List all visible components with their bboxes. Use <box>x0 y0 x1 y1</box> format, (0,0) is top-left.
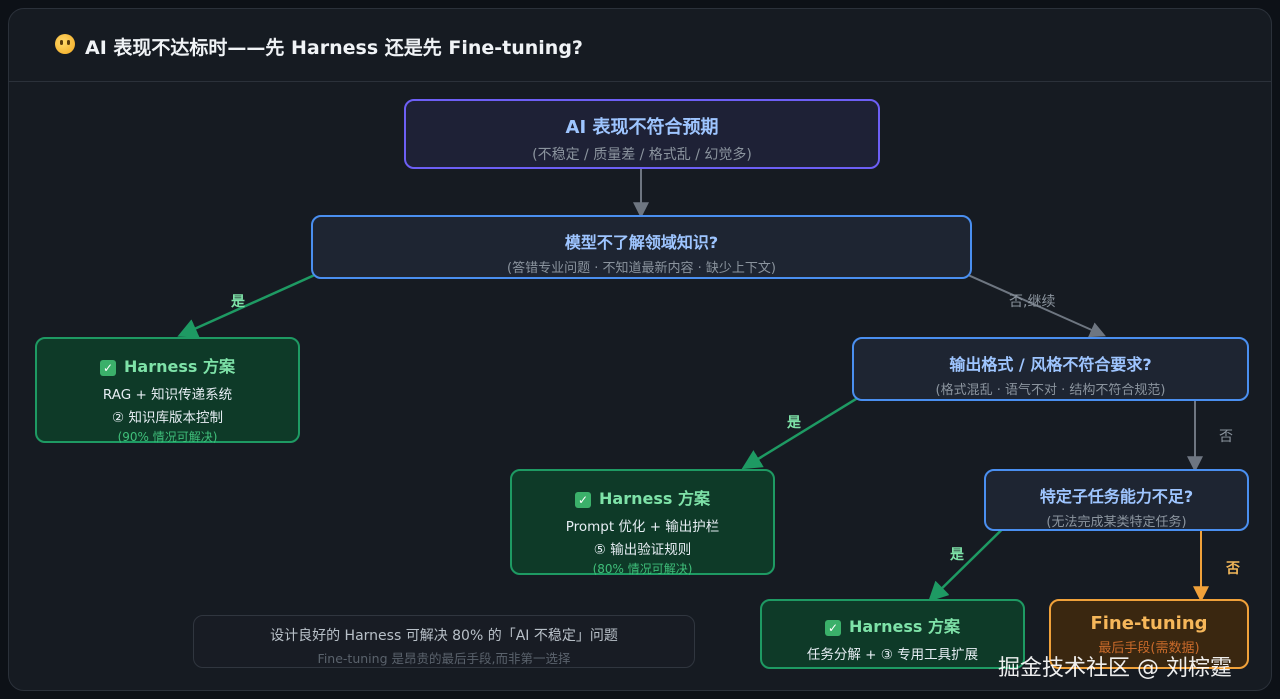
thinking-face-icon <box>55 34 75 54</box>
check-icon: ✓ <box>825 619 842 636</box>
note-line2: Fine-tuning 是昂贵的最后手段,而非第一选择 <box>317 651 571 666</box>
harness-solution-prompt: ✓ Harness 方案 Prompt 优化 + 输出护栏 ⑤ 输出验证规则 (8… <box>510 469 775 576</box>
edge-label-yes-2: 是 <box>787 415 801 431</box>
summary-note: 设计良好的 Harness 可解决 80% 的「AI 不稳定」问题 Fine-t… <box>193 615 695 668</box>
h3-title-row: ✓ Harness 方案 <box>762 613 1023 637</box>
h3-title: Harness 方案 <box>849 617 960 636</box>
h1-title: Harness 方案 <box>124 357 235 376</box>
q2-title: 输出格式 / 风格不符合要求? <box>949 355 1152 374</box>
h1-note: (90% 情况可解决) <box>117 430 218 444</box>
check-icon: ✓ <box>100 359 117 376</box>
question-output-format: 输出格式 / 风格不符合要求? (格式混乱 · 语气不对 · 结构不符合规范) <box>852 337 1249 401</box>
h3-line1: 任务分解 + ③ 专用工具扩展 <box>806 647 979 663</box>
edge-label-yes-3: 是 <box>950 547 964 563</box>
h2-title-row: ✓ Harness 方案 <box>512 485 773 509</box>
edge-label-yes-1: 是 <box>231 294 245 310</box>
q3-title: 特定子任务能力不足? <box>1039 487 1194 506</box>
h2-line2: ⑤ 输出验证规则 <box>593 542 692 558</box>
harness-solution-rag: ✓ Harness 方案 RAG + 知识传递系统 ② 知识库版本控制 (90% … <box>35 337 300 444</box>
question-subtask: 特定子任务能力不足? (无法完成某类特定任务) <box>984 469 1249 531</box>
edge-label-no-2: 否 <box>1226 561 1240 577</box>
h1-line1: RAG + 知识传递系统 <box>102 387 233 403</box>
watermark: 掘金技术社区 @ 刘棕霆 <box>998 656 1232 681</box>
check-icon: ✓ <box>575 491 592 508</box>
h2-line1: Prompt 优化 + 输出护栏 <box>565 519 720 535</box>
ft-title: Fine-tuning <box>1090 613 1208 634</box>
header: AI 表现不达标时——先 Harness 还是先 Fine-tuning? <box>9 9 1271 82</box>
h1-title-row: ✓ Harness 方案 <box>37 353 298 377</box>
page-title: AI 表现不达标时——先 Harness 还是先 Fine-tuning? <box>85 37 583 59</box>
question-domain-knowledge: 模型不了解领域知识? (答错专业问题 · 不知道最新内容 · 缺少上下文) <box>311 215 972 279</box>
ft-subtitle: 最后手段(需数据) <box>1098 641 1200 656</box>
q2-subtitle: (格式混乱 · 语气不对 · 结构不符合规范) <box>935 383 1166 398</box>
q1-subtitle: (答错专业问题 · 不知道最新内容 · 缺少上下文) <box>507 261 776 276</box>
h2-title: Harness 方案 <box>599 489 710 508</box>
h1-line2: ② 知识库版本控制 <box>112 410 223 426</box>
finetune-node: Fine-tuning 最后手段(需数据) <box>1049 599 1249 669</box>
root-subtitle: (不稳定 / 质量差 / 格式乱 / 幻觉多) <box>532 147 752 163</box>
h2-note: (80% 情况可解决) <box>592 562 693 576</box>
q1-title: 模型不了解领域知识? <box>564 233 719 252</box>
root-node: AI 表现不符合预期 (不稳定 / 质量差 / 格式乱 / 幻觉多) <box>404 99 880 169</box>
q3-subtitle: (无法完成某类特定任务) <box>1046 515 1187 530</box>
edge-label-no-continue: 否,继续 <box>1009 294 1056 310</box>
note-line1: 设计良好的 Harness 可解决 80% 的「AI 不稳定」问题 <box>270 628 618 644</box>
root-title: AI 表现不符合预期 <box>565 117 719 138</box>
diagram-card: AI 表现不达标时——先 Harness 还是先 Fine-tuning? AI… <box>8 8 1272 691</box>
edge-label-no-1: 否 <box>1219 429 1233 445</box>
harness-solution-task: ✓ Harness 方案 任务分解 + ③ 专用工具扩展 <box>760 599 1025 669</box>
